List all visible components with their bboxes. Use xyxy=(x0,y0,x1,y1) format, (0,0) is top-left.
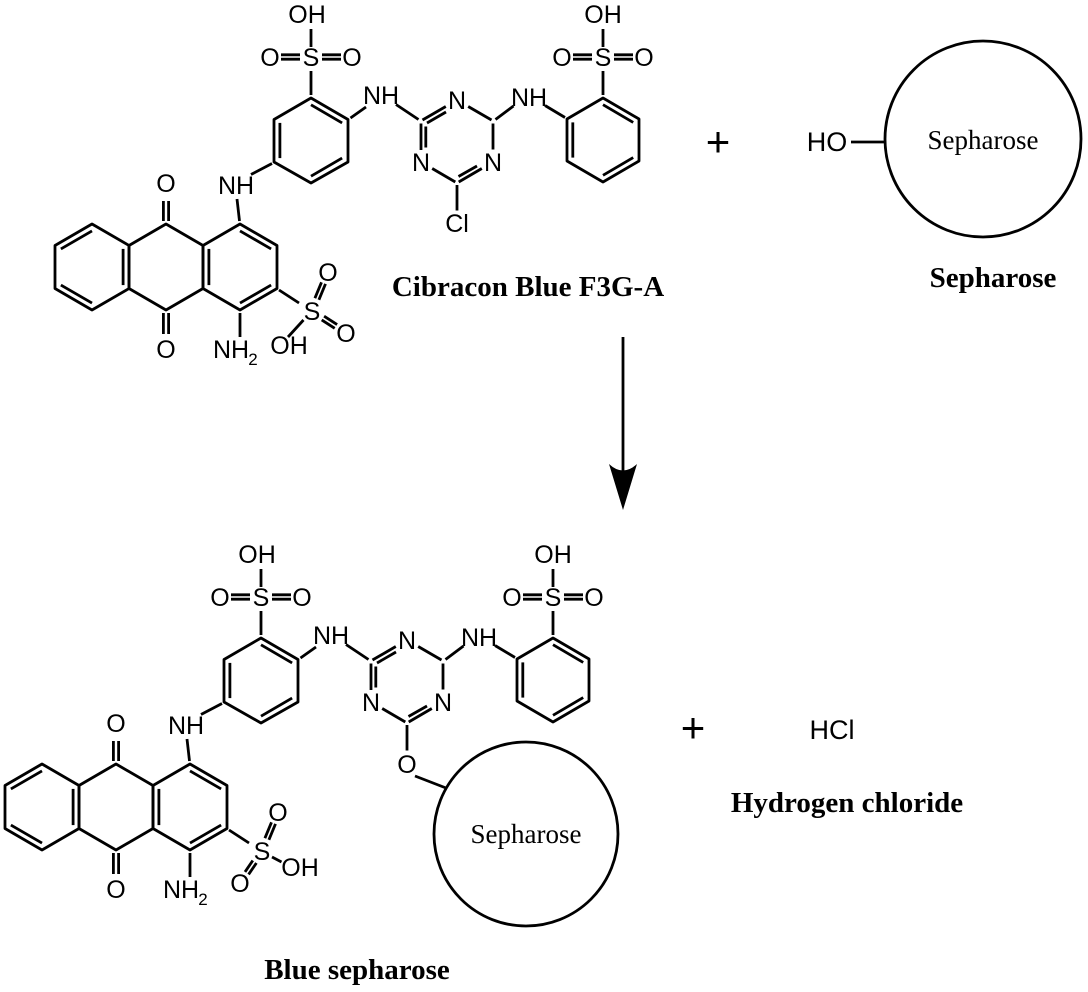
sepharose-reagent: HO Sepharose Sepharose xyxy=(807,39,1083,294)
sepharose-bead xyxy=(883,39,1083,239)
plus-operator-bottom: + xyxy=(681,704,706,751)
hydroxyl: OH xyxy=(281,854,319,882)
byproduct-formula: HCl xyxy=(810,715,855,745)
sepharose-bead-label: Sepharose xyxy=(928,125,1039,155)
product-name: Blue sepharose xyxy=(264,954,450,986)
ether-linkage: O xyxy=(397,725,447,790)
reagent-name: Sepharose xyxy=(930,262,1057,294)
chlorine: Cl xyxy=(445,210,469,238)
product-molecule: O Sepharose O OH Blue sepharose xyxy=(3,539,620,986)
dye-skeleton-instance xyxy=(53,0,656,371)
sulfonate-lower-bottom: O OH xyxy=(230,854,318,898)
byproduct-name: Hydrogen chloride xyxy=(731,787,963,819)
reactant-name: Cibracon Blue F3G-A xyxy=(392,271,664,303)
plus-operator-top: + xyxy=(706,118,731,165)
sepharose-bead xyxy=(432,740,620,928)
reactant-molecule: Cl O OH Cibracon Blue F3G-A xyxy=(53,0,664,371)
sulfonate-lower-top: O OH xyxy=(270,315,356,360)
reaction-arrow xyxy=(609,337,637,510)
sulfonate-oxygen: O xyxy=(230,870,249,898)
byproduct: HCl Hydrogen chloride xyxy=(731,715,963,819)
hydroxyl: OH xyxy=(270,332,308,360)
sulfonate-oxygen: O xyxy=(336,320,355,348)
hydroxyl-ho: HO xyxy=(807,127,848,157)
sepharose-bead-label: Sepharose xyxy=(471,819,582,849)
chloro-substituent: Cl xyxy=(445,185,469,238)
ether-oxygen: O xyxy=(397,751,416,779)
arrowhead xyxy=(609,464,637,510)
